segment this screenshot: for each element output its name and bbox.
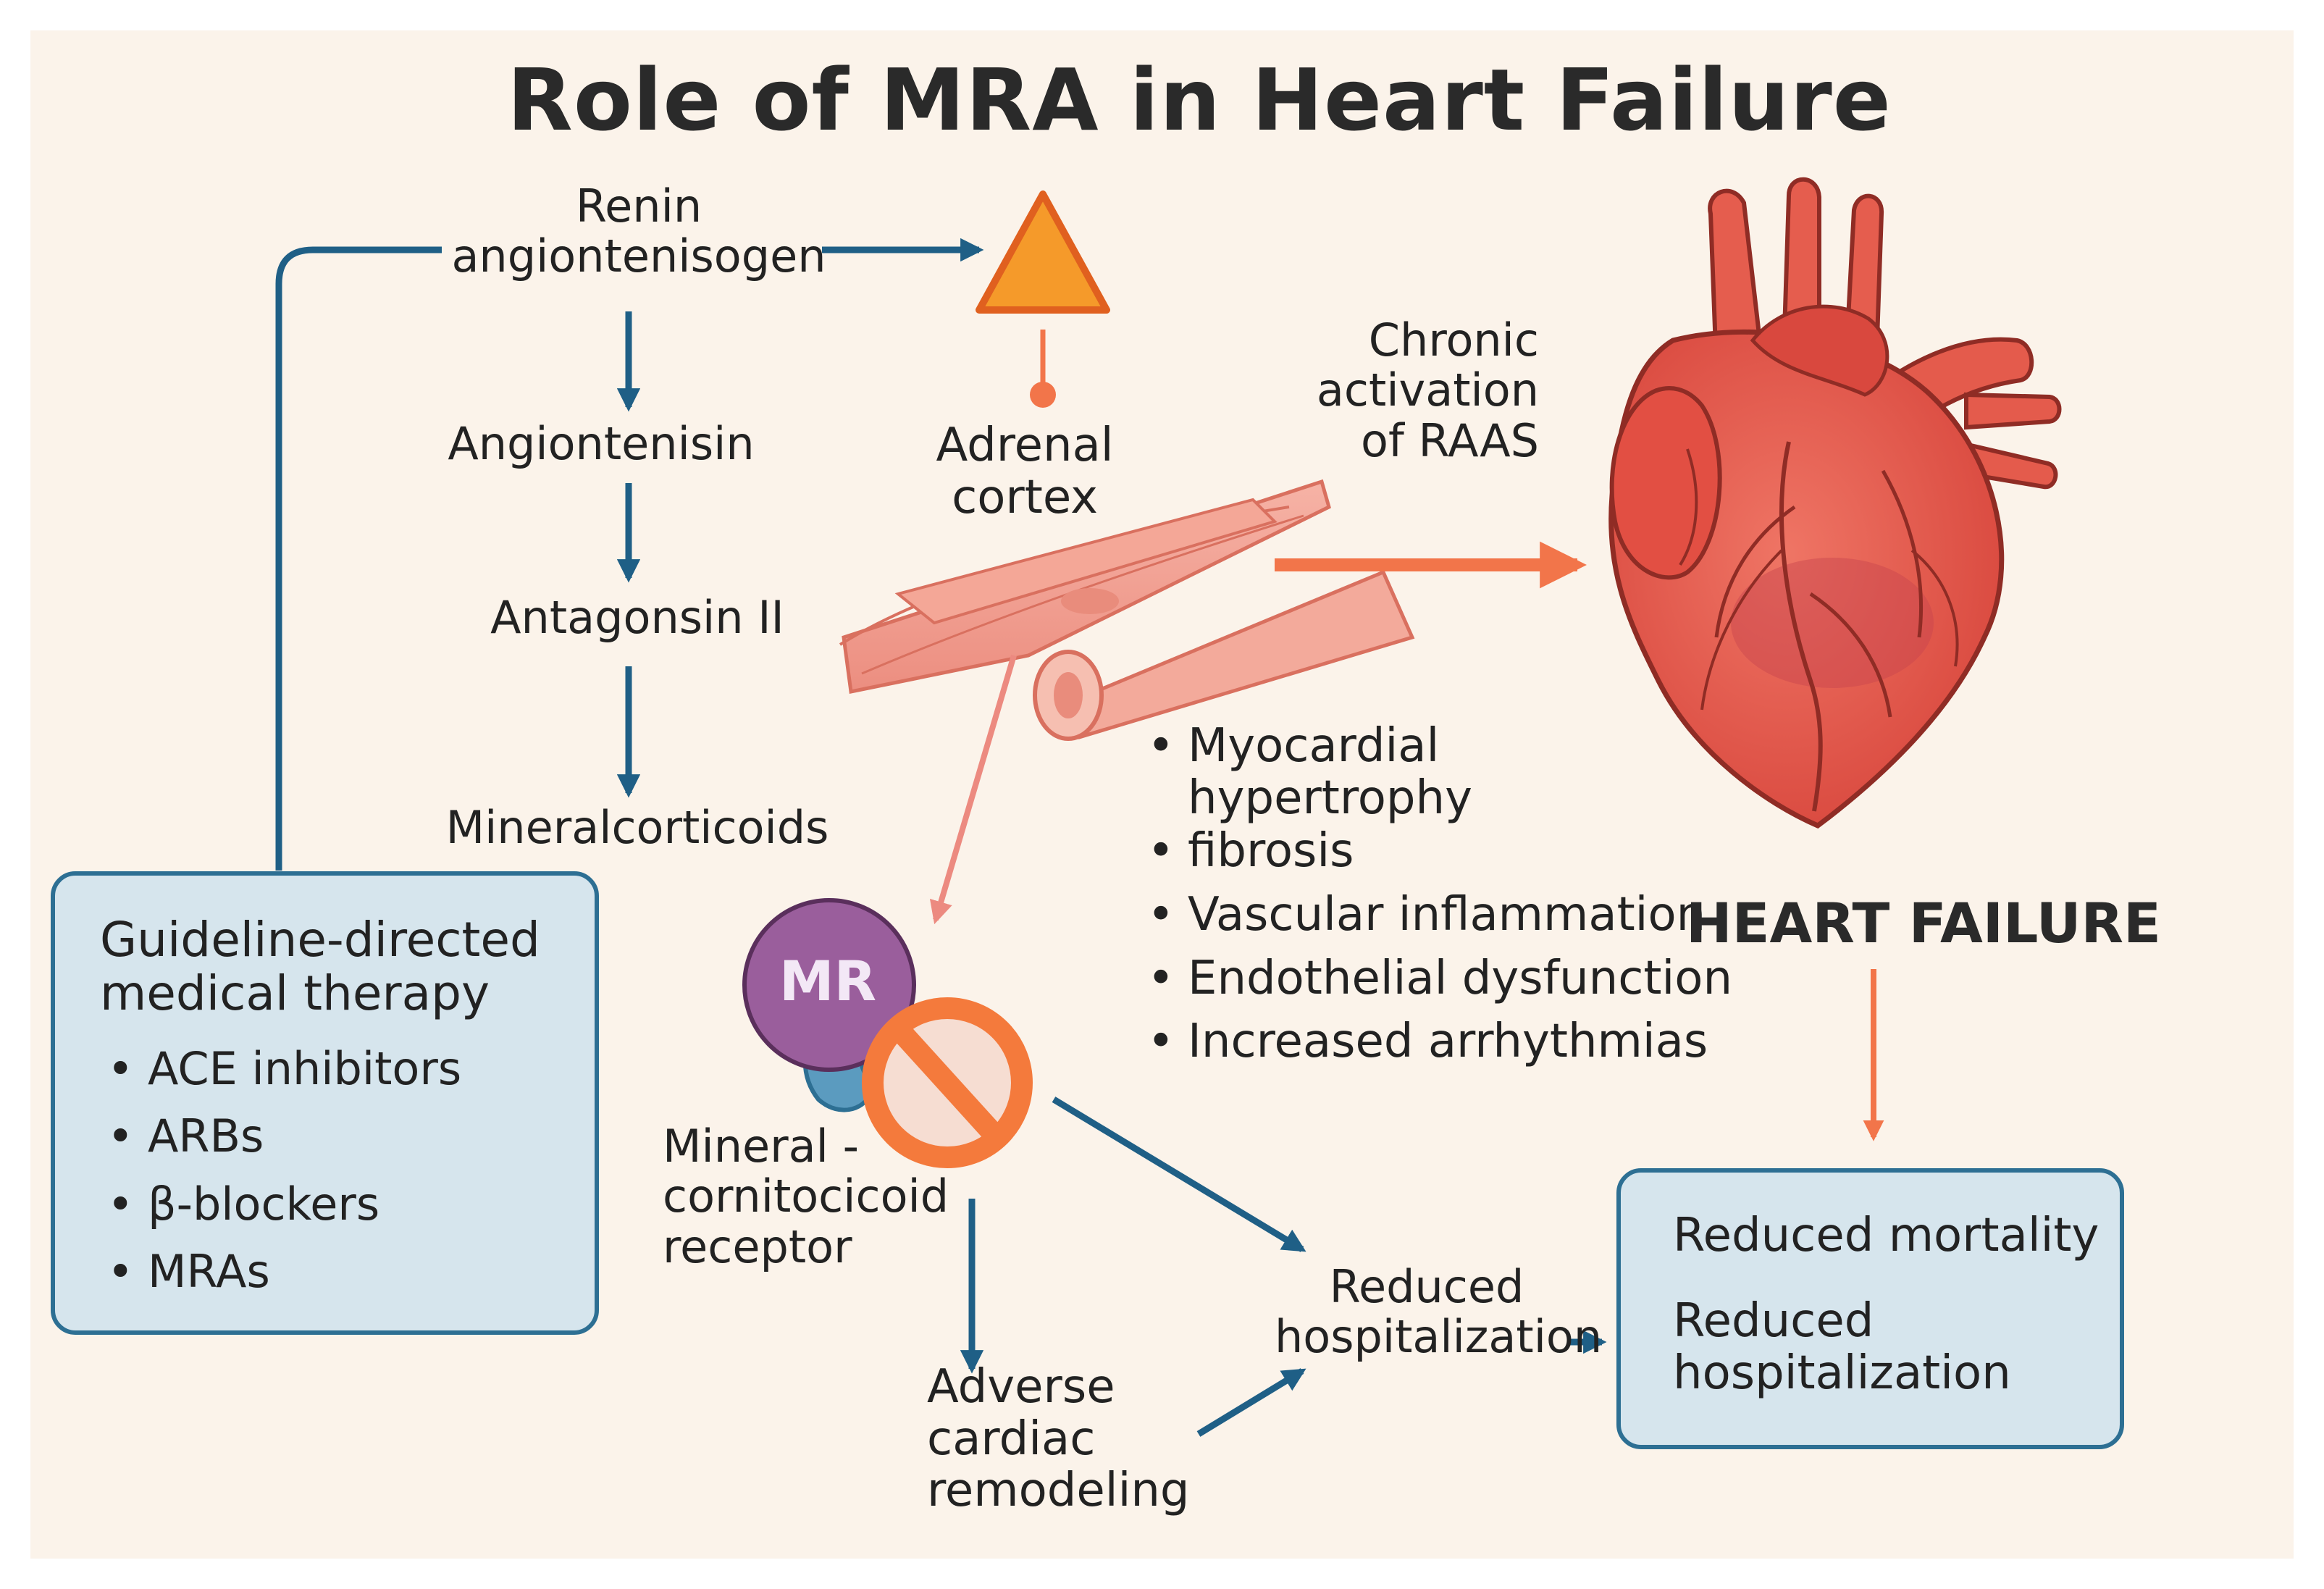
effect-item: Myocardial hypertrophy bbox=[1144, 720, 1732, 824]
effect-item: fibrosis bbox=[1144, 826, 1732, 878]
gdmt-list: ACE inhibitors ARBs β-blockers MRAs bbox=[104, 1044, 461, 1298]
heart-illustration-icon bbox=[1608, 177, 2062, 829]
reduced-hospitalization-label: Reduced hospitalization bbox=[1275, 1260, 1603, 1364]
mr-badge-label: MR bbox=[779, 949, 877, 1013]
arrow-remodeling-to-reduced-hospitalization bbox=[1196, 1368, 1306, 1437]
mr-receptor-icon bbox=[742, 898, 916, 1112]
effect-item: Vascular inflammation bbox=[1144, 889, 1732, 942]
gdmt-item: β-blockers bbox=[104, 1178, 461, 1229]
angiontenisin-label: Angiontenisin bbox=[448, 417, 755, 470]
outcome-item: Reduced hospitalization bbox=[1673, 1294, 2011, 1400]
adrenal-gland-icon bbox=[976, 190, 1110, 408]
gdmt-box: Guideline-directed medical therapy ACE i… bbox=[51, 871, 599, 1335]
arrow-fiber-to-receptor bbox=[929, 654, 1017, 925]
chronic-activation-label: Chronic activation of RAAS bbox=[1316, 314, 1539, 467]
adverse-remodeling-label: Adverse cardiac remodeling bbox=[927, 1360, 1190, 1518]
gdmt-heading: Guideline-directed medical therapy bbox=[100, 912, 540, 1021]
renin-label: Renin angiontenisogen bbox=[451, 180, 826, 283]
gdmt-item: MRAs bbox=[104, 1246, 461, 1297]
outcomes-box: Reduced mortality Reduced hospitalizatio… bbox=[1616, 1168, 2124, 1449]
gdmt-item: ARBs bbox=[104, 1111, 461, 1162]
receptor-label: Mineral - cornitocicoid receptor bbox=[663, 1120, 949, 1273]
connector-gdmt-to-renin bbox=[275, 246, 442, 871]
arrow-receptor-to-reduced-hospitalization bbox=[1052, 1097, 1306, 1252]
gdmt-item: ACE inhibitors bbox=[104, 1044, 461, 1094]
effects-list: Myocardial hypertrophy fibrosis Vascular… bbox=[1144, 720, 1732, 1068]
diagram-title: Role of MRA in Heart Failure bbox=[507, 50, 1892, 150]
effect-item: Increased arrhythmias bbox=[1144, 1016, 1732, 1068]
outcome-item: Reduced mortality bbox=[1673, 1209, 2099, 1262]
heart-failure-label: HEART FAILURE bbox=[1686, 891, 2161, 955]
effect-item: Endothelial dysfunction bbox=[1144, 952, 1732, 1005]
muscle-fiber-icon bbox=[839, 479, 1415, 741]
antagonsin-label: Antagonsin II bbox=[490, 591, 784, 644]
prohibit-sign-icon bbox=[862, 997, 1033, 1168]
mineralcorticoids-label: Mineralcorticoids bbox=[445, 801, 829, 854]
adrenal-cortex-label: Adrenal cortex bbox=[936, 419, 1114, 524]
